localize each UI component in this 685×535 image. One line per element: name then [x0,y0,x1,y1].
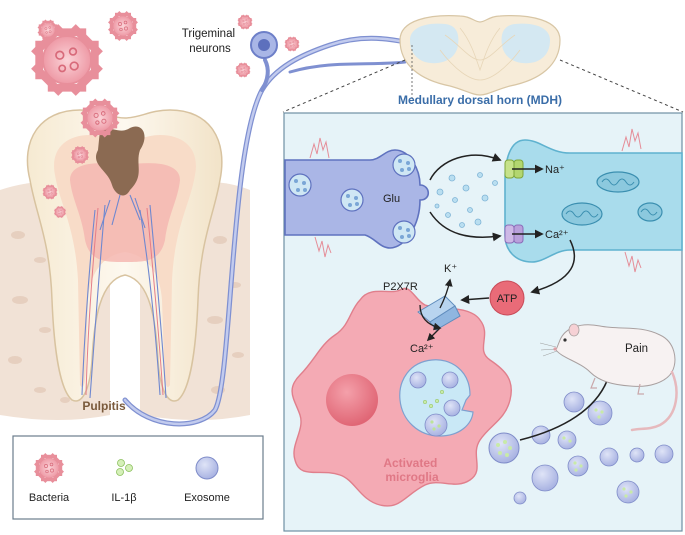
mitochondria [561,171,663,226]
legend-bacteria-label: Bacteria [29,492,70,504]
atp-arrow [460,294,490,304]
microglia-label-line2: microglia [385,470,439,484]
legend-exosome-icon [195,456,219,480]
legend-bacteria-icon [36,455,62,481]
ca-influx-label: Ca²⁺ [410,343,434,355]
k-label: K⁺ [444,263,457,275]
glutamate-molecules [434,172,498,228]
glu-label: Glu [383,193,400,205]
legend-il1b-icon [116,459,133,476]
multivesicular-body [399,359,474,437]
tooth [26,109,223,402]
pulpitis-label: Pulpitis [82,399,126,413]
p2x7r-arrows [419,278,453,342]
released-exosomes [488,391,674,505]
trigeminal-label-line2: neurons [189,43,231,55]
p2x7r-label: P2X7R [383,281,418,293]
microglia-label-line1: Activated [383,456,437,470]
synaptic-vesicles [288,153,416,244]
na-label: Na⁺ [545,164,565,176]
legend-il1b-label: IL-1β [111,492,136,504]
pain-arrow [519,370,613,441]
postsynaptic-neuron [504,128,683,273]
ca-channel-label: Ca²⁺ [545,229,569,241]
microglia-label: Activated microglia [383,456,440,484]
zoom-lines [282,59,684,113]
legend-exosome-label: Exosome [184,492,230,504]
trigeminal-nerve [122,35,408,427]
channel-arrows [429,153,576,295]
rat [539,323,678,432]
atp-circle [489,280,525,316]
atp-label: ATP [497,293,518,305]
mdh-title: Medullary dorsal horn (MDH) [398,93,562,107]
pain-label: Pain [625,343,648,355]
trigeminal-ganglion [250,31,278,59]
trigeminal-label: Trigeminal neurons [182,28,238,55]
medulla-section [399,15,561,100]
trigeminal-label-line1: Trigeminal [182,28,235,40]
legend-box: Bacteria IL-1β Exosome [12,435,264,520]
